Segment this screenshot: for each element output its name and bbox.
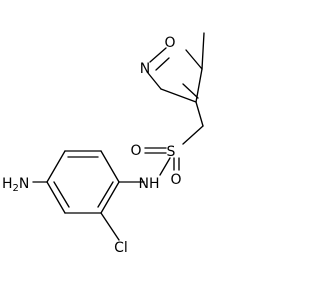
bond-s-nh (159, 157, 171, 176)
bond-ch2-s (182, 125, 204, 145)
bond-n2-o1 (149, 47, 167, 63)
amine-subscript: 2 (13, 183, 19, 194)
bond-c4-c3-double (182, 83, 199, 99)
atom-sulfur: S (167, 144, 176, 160)
atom-sulfonyl-oxygen-bottom: O (170, 172, 181, 188)
bond-c4-c3 (160, 88, 197, 103)
chemical-structure: O N S O O NH Cl H2N (2, 32, 205, 256)
atom-chlorine: Cl (114, 240, 128, 256)
bond-c6-c1 (100, 181, 120, 214)
bond-c3-c4 (46, 150, 66, 183)
atom-amide-nh: NH (139, 176, 160, 192)
bond-c4-c5-inner (53, 181, 70, 208)
bond-o1-c5 (185, 49, 203, 70)
bond-n2-o1-double (155, 57, 170, 71)
amine-h: H (2, 176, 13, 192)
bond-c3-n2 (147, 72, 162, 90)
isoxazole-ring (147, 47, 203, 103)
bond-c6-cl (100, 212, 120, 241)
bond-c4-c5 (46, 181, 66, 214)
bond-c1-c2 (100, 150, 120, 183)
bond-methyl (201, 32, 205, 70)
atom-sulfonyl-oxygen-left: O (130, 143, 141, 159)
bond-c6-c1-inner (97, 181, 114, 208)
atom-oxygen-ring: O (164, 35, 175, 51)
benzene-ring (46, 150, 120, 214)
atom-nitrogen-ring: N (140, 61, 150, 77)
atom-amine: H2N (2, 176, 29, 194)
amine-n: N (19, 176, 29, 192)
bond-c3-ch2 (195, 101, 204, 127)
